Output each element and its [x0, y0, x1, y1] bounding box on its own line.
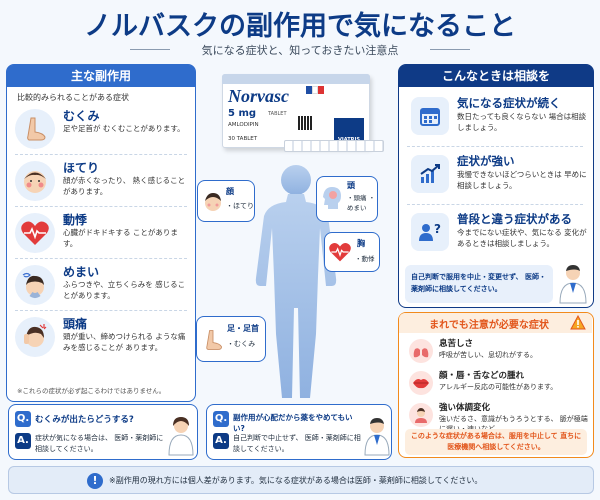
callout-face: 顔 ・ほてり [197, 180, 255, 222]
consult-advice-box: 自己判断で服用を中止・変更せず、 医師・薬剤師に相談してください。 [405, 265, 553, 303]
ankle-icon [206, 330, 223, 350]
product-brand: Norvasc [228, 86, 289, 106]
heart-pulse-icon [15, 213, 55, 253]
consult-item: 気になる症状が続く 数日たっても良くならない 場合は相談しましょう。 [407, 91, 586, 147]
footer-bar: ! ※副作用の現れ方には個人差があります。気になる症状がある場合は医師・薬剤師に… [8, 466, 594, 494]
nurse-icon [168, 417, 194, 456]
answer-text: 症状が気になる場合は、 医師・薬剤師に相談してください。 [35, 434, 164, 453]
fatigued-person-icon [409, 403, 433, 427]
answer-text: 自己判断で中止せず、 医師・薬剤師に相談してください。 [233, 434, 361, 453]
callout-head: 頭 ・頭痛 ・めまい [316, 176, 378, 222]
consult-heading: こんなときは相談を [399, 65, 593, 87]
qr-code-icon [298, 116, 312, 130]
warning-panel: まれでも注意が必要な症状 息苦しさ 呼吸が苦しい、息切れがする。 顔・唇・舌など… [398, 312, 594, 458]
headache-person-icon [15, 317, 55, 357]
consult-item: ? 普段と違う症状がある 今までにない症状や、気になる 変化があるときは相談しま… [407, 207, 587, 263]
foot-icon [15, 109, 55, 149]
svg-text:?: ? [434, 222, 441, 236]
doctor-icon [364, 418, 390, 456]
page-title: ノルバスクの副作用で気になること [84, 11, 516, 42]
side-effect-item: ほてり 顔が赤くなったり、 熱く感じることがあります。 [15, 157, 187, 207]
footer-note: ※副作用の現れ方には個人差があります。気になる症状がある場合は医師・薬剤師に相談… [109, 476, 483, 485]
warning-triangle-icon [570, 315, 586, 330]
subtitle-line-right [430, 49, 470, 50]
calendar-icon [411, 97, 449, 135]
human-body-figure [255, 165, 337, 398]
product-form: TABLET [268, 111, 287, 117]
product-count: 30 TABLET [228, 136, 258, 142]
heart-icon [329, 243, 351, 262]
warning-item: 息苦しさ 呼吸が苦しい、息切れがする。 [407, 337, 587, 367]
product-strength: 5 mg [228, 108, 257, 119]
side-effect-item: むくみ 足や足首が むくむことがあります。 [15, 105, 187, 155]
qa-box-swelling: Q. むくみが出たらどうする? A. 症状が気になる場合は、 医師・薬剤師に相談… [8, 404, 198, 460]
blister-pack [284, 140, 384, 152]
product-package: Norvasc 5 mg TABLET AMLODIPIN 30 TABLET … [222, 74, 384, 154]
question-badge: Q. [213, 411, 229, 427]
side-effects-panel: 主な副作用 比較的みられることがある症状 むくみ 足や足首が むくむことがありま… [6, 64, 196, 402]
product-generic: AMLODIPIN [228, 122, 259, 128]
flushed-face-icon [15, 161, 55, 201]
question-text: 副作用が心配だから薬をやめてもいい? [233, 413, 353, 433]
page-subtitle: 気になる症状と、知っておきたい注意点 [201, 44, 399, 57]
side-effects-heading: 主な副作用 [7, 65, 195, 87]
pharmacist-icon [559, 265, 587, 304]
question-text: むくみが出たらどうする? [35, 415, 134, 425]
callout-foot: 足・足首 ・むくみ [196, 316, 266, 362]
qa-box-stop-medication: Q. 副作用が心配だから薬をやめてもいい? A. 自己判断で中止せず、 医師・薬… [206, 404, 392, 460]
warning-item: 強い体調変化 強いだるさ、意識がもうろうとする、 脈が極端に遅い・速いなど。 [407, 401, 588, 433]
person-question-icon: ? [411, 213, 449, 251]
answer-badge: A. [15, 433, 31, 449]
side-effect-item: 動悸 心臓がドキドキする ことがあります。 [15, 209, 187, 259]
subtitle-line-left [130, 49, 170, 50]
side-effects-note: ※これらの症状が必ず起こるわけではありません。 [17, 387, 166, 395]
dizzy-person-icon [15, 265, 55, 305]
head-icon [323, 187, 341, 209]
face-icon [205, 193, 221, 211]
side-effects-intro: 比較的みられることがある症状 [17, 93, 129, 102]
warning-heading: まれでも注意が必要な症状 [429, 320, 549, 331]
warning-footer-box: このような症状がある場合は、服用を中止して 直ちに医療機関へ相談してください。 [405, 429, 587, 455]
side-effect-item: めまい ふらつきや、立ちくらみを 感じることがあります。 [15, 261, 187, 311]
callout-chest: 胸 ・動悸 [324, 232, 380, 272]
question-badge: Q. [15, 411, 31, 427]
lips-icon [409, 371, 433, 395]
side-effect-item: 頭痛 頭が重い、締めつけられる ような痛みを感じることが あります。 [15, 313, 187, 375]
info-icon: ! [87, 473, 103, 489]
warning-item: 顔・唇・舌などの腫れ アレルギー反応の可能性があります。 [407, 369, 587, 399]
consult-panel: こんなときは相談を 気になる症状が続く 数日たっても良くならない 場合は相談しま… [398, 64, 594, 308]
lungs-icon [409, 339, 433, 363]
answer-badge: A. [213, 433, 229, 449]
consult-item: 症状が強い 我慢できないほどつらいときは 早めに相談しましょう。 [407, 149, 587, 205]
rising-chart-icon [411, 155, 449, 193]
